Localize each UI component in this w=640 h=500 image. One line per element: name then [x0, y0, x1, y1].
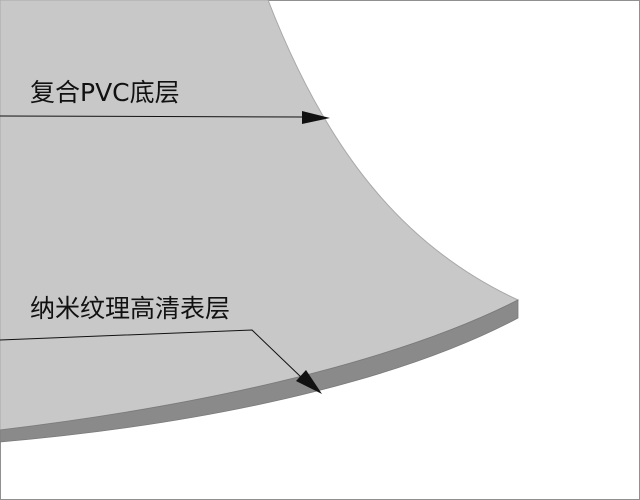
- sheet-edge-face: [0, 299, 519, 443]
- base-layer-leader: [0, 115, 305, 118]
- surface-layer-leader: [0, 329, 303, 379]
- base-layer-arrowhead: [302, 111, 330, 124]
- surface-layer-arrowhead: [296, 370, 322, 394]
- surface-layer-label: 纳米纹理高清表层: [30, 294, 231, 323]
- base-layer-label: 复合PVC底层: [30, 78, 180, 107]
